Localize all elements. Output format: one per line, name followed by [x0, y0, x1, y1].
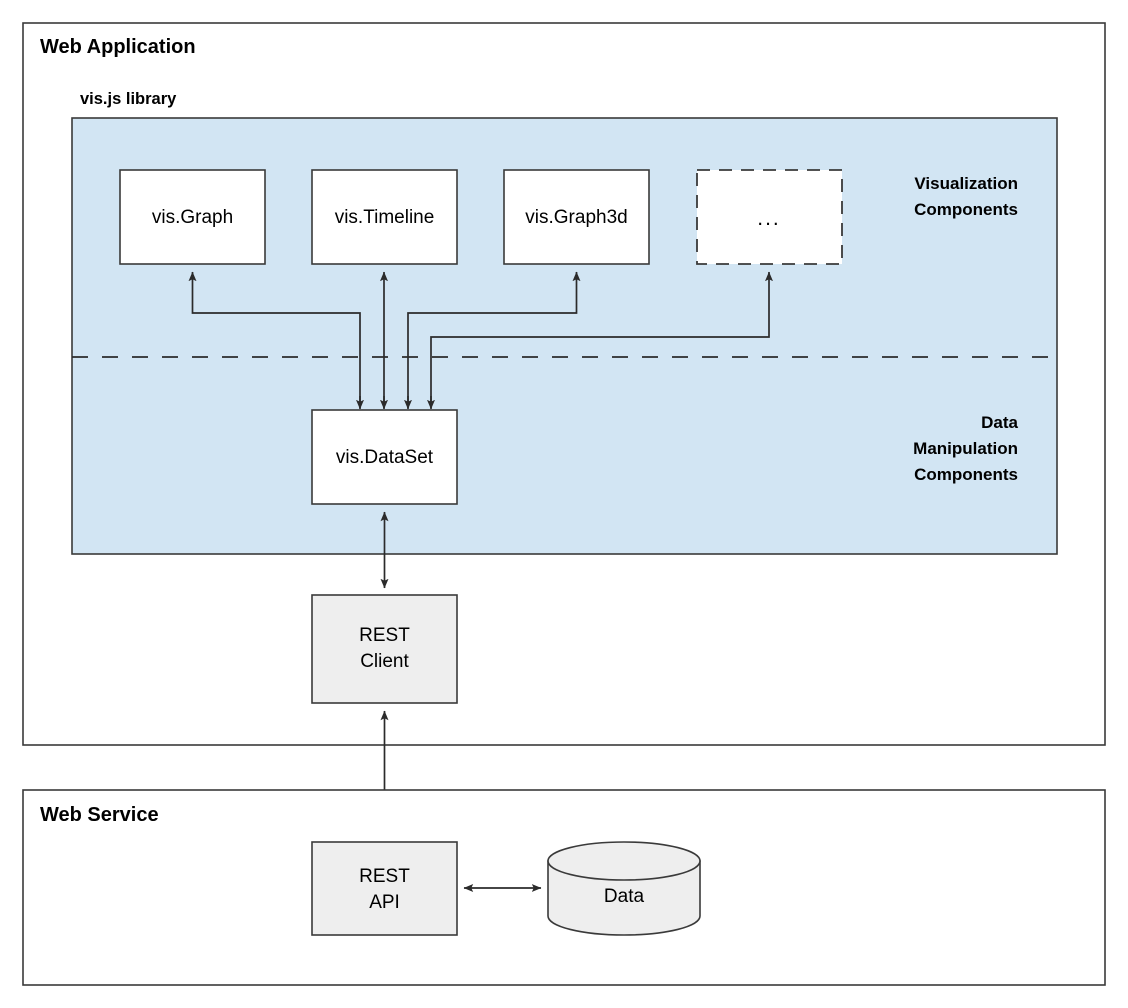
node-vis-dataset[interactable]: vis.DataSet: [311, 409, 458, 505]
rest-client-label-line-2: Client: [360, 651, 409, 672]
data-store-label: Data: [604, 886, 645, 907]
node-vis-timeline[interactable]: vis.Timeline: [311, 169, 458, 265]
vis-graph-label: vis.Graph: [152, 207, 233, 228]
data-store-cylinder-body[interactable]: [547, 860, 701, 936]
node-more-components[interactable]: ...: [696, 169, 843, 265]
vis-js-library-title: vis.js library: [80, 90, 177, 108]
more-components-box[interactable]: [696, 169, 843, 265]
rest-api-label-line-1: REST: [359, 866, 410, 887]
vis-graph3d-box[interactable]: [503, 169, 650, 265]
web-service-title: Web Service: [40, 804, 159, 826]
vis-dataset-box[interactable]: [311, 409, 458, 505]
data-manipulation-components-label: Data Manipulation Components: [913, 413, 1018, 484]
node-vis-graph[interactable]: vis.Graph: [119, 169, 266, 265]
node-data-store[interactable]: Data: [547, 841, 701, 936]
vis-graph-box[interactable]: [119, 169, 266, 265]
node-rest-client[interactable]: REST Client: [311, 594, 458, 704]
data-store-cylinder-top: [547, 841, 701, 881]
edge-dataset-to-vis-graph: [188, 271, 361, 408]
data-manipulation-label-line-1: Data: [981, 413, 1018, 432]
rest-client-box[interactable]: [311, 594, 458, 704]
vis-dataset-label: vis.DataSet: [336, 447, 434, 468]
vis-graph3d-label: vis.Graph3d: [525, 207, 627, 228]
data-manipulation-label-line-3: Components: [914, 465, 1018, 484]
rest-api-box[interactable]: [311, 841, 458, 936]
visualization-label-line-2: Components: [914, 200, 1018, 219]
more-components-label: ...: [757, 207, 781, 230]
web-application-title: Web Application: [40, 36, 196, 58]
vis-js-library-panel: vis.js library Visualization Components …: [71, 90, 1058, 555]
visualization-label-line-1: Visualization: [914, 174, 1018, 193]
rest-api-label-line-2: API: [369, 892, 400, 913]
visualization-components-label: Visualization Components: [914, 174, 1018, 219]
edge-dataset-to-more-components: [430, 271, 774, 408]
data-manipulation-label-line-2: Manipulation: [913, 439, 1018, 458]
rest-client-label-line-1: REST: [359, 625, 410, 646]
edge-dataset-to-vis-graph3d: [407, 271, 581, 408]
vis-timeline-box[interactable]: [311, 169, 458, 265]
vis-timeline-label: vis.Timeline: [335, 207, 435, 228]
node-rest-api[interactable]: REST API: [311, 841, 458, 936]
node-vis-graph3d[interactable]: vis.Graph3d: [503, 169, 650, 265]
